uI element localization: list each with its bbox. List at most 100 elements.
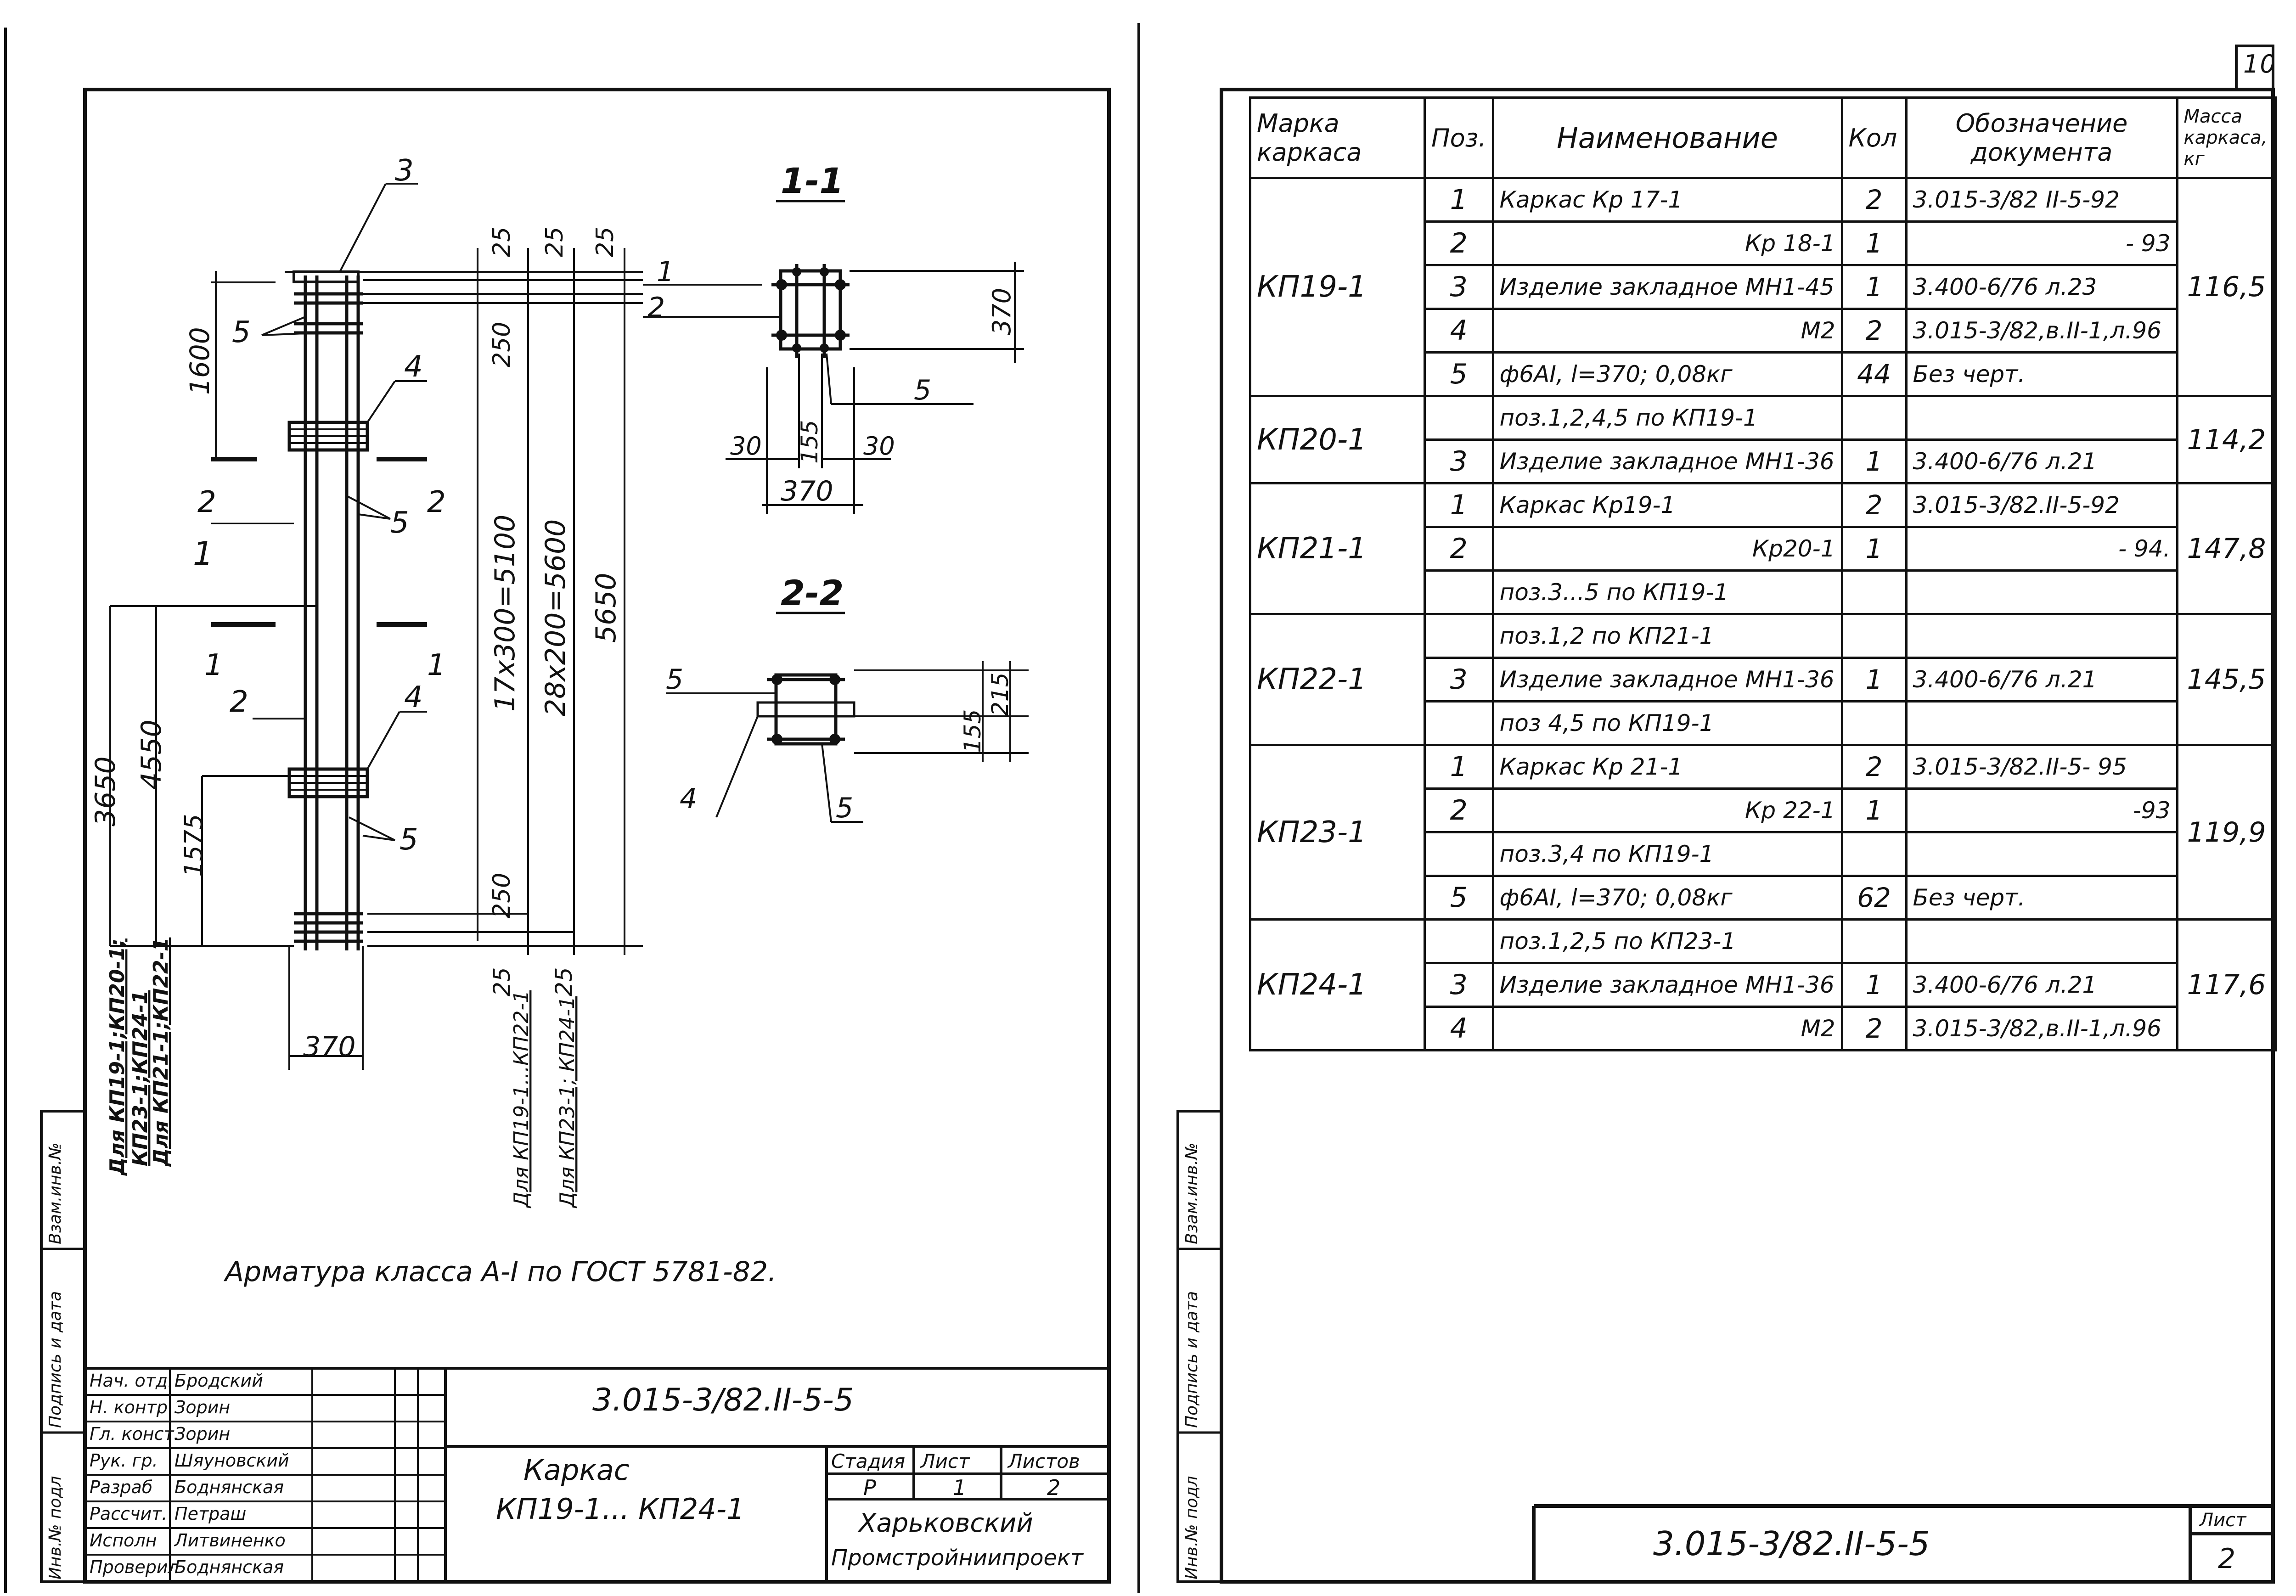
spec-pos [1424,569,1494,615]
spec-qty: 1 [1840,657,1908,702]
section-mark-2-right: 2 [427,485,446,519]
dim-17x300: 17x300=5100 [489,515,521,712]
spec-qty: 2 [1840,1006,1908,1051]
tb-name-2: Зорин [174,1424,231,1444]
spec-name: Изделие закладное МН1-36 [1491,438,1843,484]
section-title-1-1: 1-1 [781,160,844,201]
spec-doc: Без черт. [1905,351,2178,397]
s1-pos-1: 1 [657,256,674,288]
tb-sheet: 1 [953,1475,967,1500]
pos-label-5-bot: 5 [400,823,418,857]
armature-note: Арматура класса А-I по ГОСТ 5781-82. [223,1256,777,1288]
spec-doc: -93 [1905,787,2178,833]
table-row: поз.3,4 по КП19-1 [1250,831,2276,877]
spec-qty: 1 [1840,220,1908,266]
s1-dim-155: 155 [796,420,823,464]
spec-qty: 1 [1840,962,1908,1008]
tb-title-line1: Каркас [523,1453,630,1487]
spec-pos [1424,831,1494,877]
spec-name: Кр20-1 [1491,526,1843,572]
dim-250a: 250 [488,322,516,367]
spec-doc: 3.400-6/76 л.23 [1905,264,2178,310]
tb-right-sheet: 2 [2218,1543,2236,1575]
s2-pos-5-left: 5 [666,663,683,696]
spec-doc: 3.015-3/82.II-5- 95 [1905,744,2178,790]
spec-doc [1905,918,2178,964]
s1-pos-5: 5 [914,374,931,406]
spec-header-row: Марка каркаса Поз. Наименование Кол Обоз… [1249,96,2277,179]
spec-name: поз.3...5 по КП19-1 [1491,569,1843,615]
note-left-a: Для КП19-1;КП20-1; [106,938,129,1176]
note-mid-a: Для КП19-1...КП22-1 [510,990,533,1208]
spec-table: Марка каркаса Поз. Наименование Кол Обоз… [1249,96,2277,1051]
spec-doc: - 94. [1905,526,2178,572]
spec-doc [1905,395,2178,441]
pos-label-3: 3 [395,154,414,188]
spec-qty: 2 [1840,744,1908,790]
spec-doc: 3.015-3/82.II-5-92 [1905,482,2178,528]
spec-doc: 3.015-3/82 II-5-92 [1905,177,2178,223]
tb-sheets-label: Листов [1008,1450,1080,1472]
spec-mass: 114,2 [2176,395,2277,484]
spec-name: Изделие закладное МН1-45 [1491,264,1843,310]
tb-role-6: Исполн [90,1530,157,1551]
spec-qty: 1 [1840,264,1908,310]
s2-pos-5-right: 5 [836,792,853,824]
spec-name: поз.1,2,5 по КП23-1 [1491,918,1843,964]
dim-25b: 25 [541,227,568,257]
spec-mass: 116,5 [2176,177,2277,397]
spec-name: поз.1,2,4,5 по КП19-1 [1491,395,1843,441]
spec-name: Каркас Кр 17-1 [1491,177,1843,223]
note-left-b: КП23-1;КП24-1 [129,990,152,1166]
spec-mark: КП24-1 [1249,918,1426,1051]
spec-pos: 3 [1424,962,1494,1008]
spec-doc [1905,700,2178,746]
tb-name-7: Боднянская [174,1557,284,1577]
tb-name-0: Бродский [174,1371,263,1391]
spec-pos: 2 [1424,220,1494,266]
spec-doc: 3.400-6/76 л.21 [1905,438,2178,484]
spec-name: поз 4,5 по КП19-1 [1491,700,1843,746]
pos-label-2: 2 [230,685,248,719]
tb-stage-label: Стадия [831,1450,906,1472]
tb-org-line1: Харьковский [859,1508,1033,1538]
spec-name: ф6АI, l=370; 0,08кг [1491,351,1843,397]
tb-title-line2: КП19-1... КП24-1 [496,1492,745,1526]
spec-pos: 5 [1424,351,1494,397]
spec-name: М2 [1491,308,1843,354]
spec-qty: 2 [1840,482,1908,528]
spec-qty: 2 [1840,308,1908,354]
spec-qty: 1 [1840,526,1908,572]
spec-qty [1840,395,1908,441]
tb-right-doc-code: 3.015-3/82.II-5-5 [1653,1524,1930,1563]
header-qty: Кол [1840,96,1908,179]
spec-qty: 1 [1840,787,1908,833]
spec-pos: 1 [1424,744,1494,790]
tb-stage: Р [863,1475,876,1500]
s2-dim-215: 215 [987,673,1013,716]
pos-label-4-bot: 4 [404,680,423,714]
dim-25-bottom-b: 25 [551,967,577,996]
dim-3650: 3650 [90,756,122,826]
spec-doc: 3.400-6/76 л.21 [1905,657,2178,702]
spec-pos [1424,613,1494,659]
dim-25a: 25 [488,227,516,257]
header-mass: Масса каркаса, кг [2176,96,2277,179]
spec-pos: 3 [1424,264,1494,310]
note-left-c: Для КП21-1;КП22-1 [149,938,173,1167]
spec-mark: КП23-1 [1249,744,1426,921]
s1-dim-370-bottom: 370 [781,475,833,507]
spec-pos [1424,395,1494,441]
spec-name: Изделие закладное МН1-36 [1491,657,1843,702]
s1-pos-2: 2 [647,292,665,324]
s1-dim-370-right: 370 [987,288,1016,335]
spec-mark: КП21-1 [1249,482,1426,615]
